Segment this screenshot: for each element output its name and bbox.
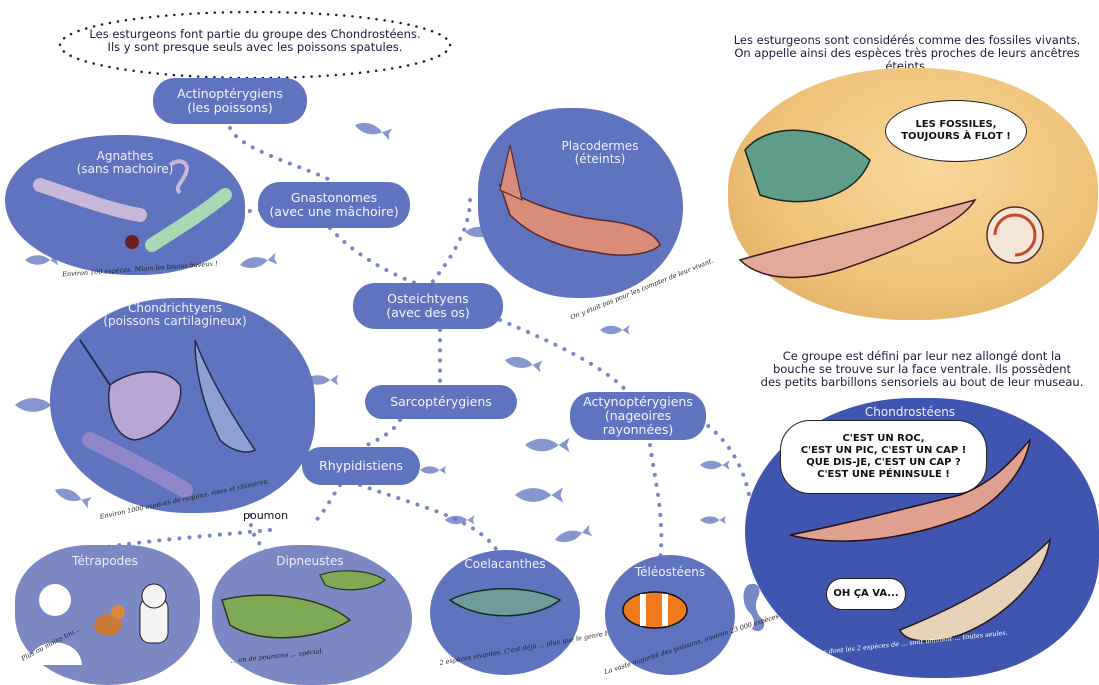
- sturgeon-lower-icon: [900, 540, 1050, 641]
- speech-bubble-ohca: OH ÇA VA...: [826, 578, 906, 610]
- speech-line: OH ÇA VA...: [833, 588, 898, 600]
- paddlefish-icon: [790, 440, 1030, 541]
